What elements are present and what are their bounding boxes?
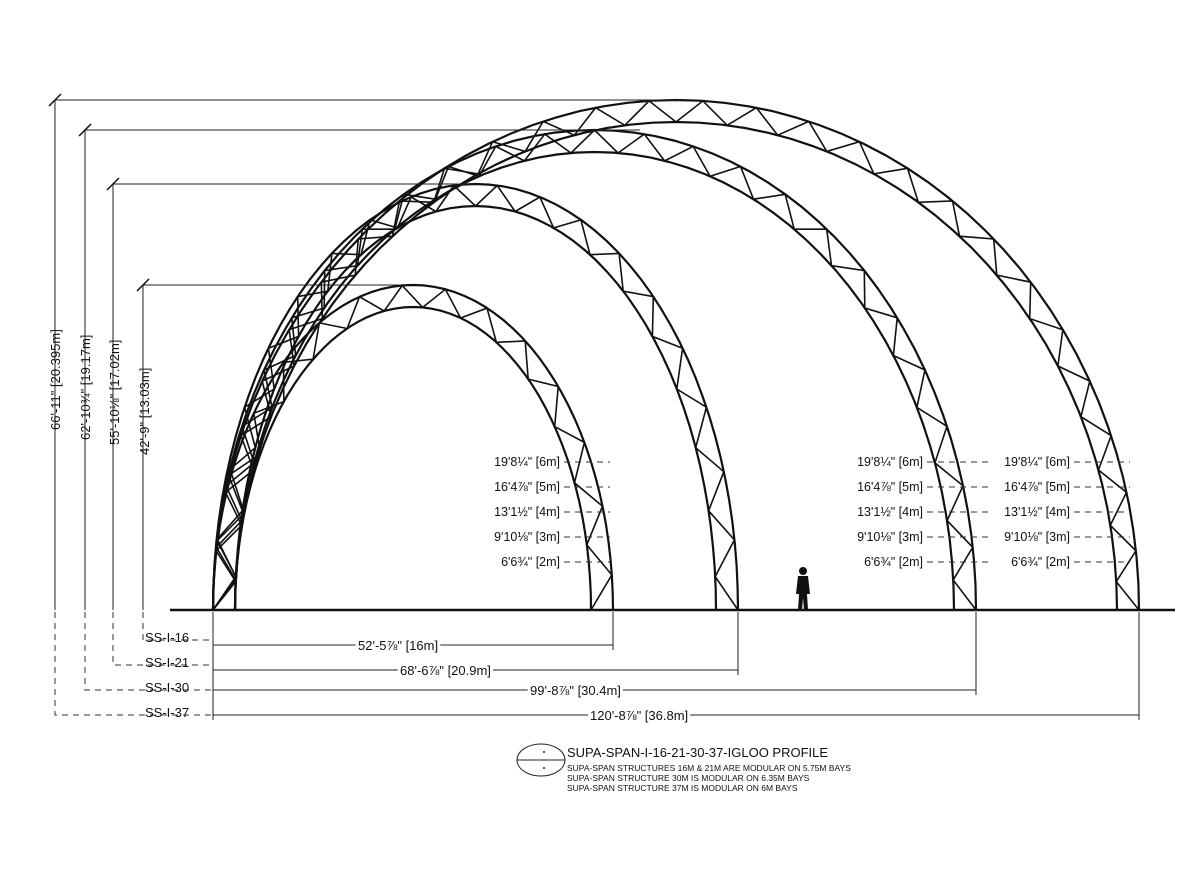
title-block: SUPA-SPAN-I-16-21-30-37-IGLOO PROFILE SU… bbox=[516, 743, 851, 793]
height-mark-label: 19'8¼" [6m] bbox=[1004, 455, 1070, 469]
height-mark-label: 9'10⅛" [3m] bbox=[494, 530, 560, 544]
height-mark-label: 19'8¼" [6m] bbox=[857, 455, 923, 469]
height-mark-label: 16'4⅞" [5m] bbox=[494, 480, 560, 494]
height-dimensions: 66'-11" [20.395m] 62'-10¾" [19.17m] 55'-… bbox=[48, 93, 680, 610]
height-mark-label: 13'1½" [4m] bbox=[1004, 505, 1070, 519]
height-mark-label: 6'6¾" [2m] bbox=[864, 555, 923, 569]
span-model-16: SS-I-16 bbox=[145, 630, 189, 645]
height-mark-label: 6'6¾" [2m] bbox=[501, 555, 560, 569]
arch-trusses bbox=[211, 98, 1141, 611]
span-model-37: SS-I-37 bbox=[145, 705, 189, 720]
arch-truss-21 bbox=[211, 182, 740, 611]
height-mark-label: 19'8¼" [6m] bbox=[494, 455, 560, 469]
span-label-37: 120'-8⅞" [36.8m] bbox=[590, 708, 688, 723]
span-label-30: 99'-8⅞" [30.4m] bbox=[530, 683, 621, 698]
height-mark-label: 6'6¾" [2m] bbox=[1011, 555, 1070, 569]
height-mark-groups: 19'8¼" [6m] 16'4⅞" [5m] 13'1½" [4m] 9'10⅛" … bbox=[494, 455, 1130, 569]
height-label-30: 62'-10¾" [19.17m] bbox=[78, 335, 93, 440]
height-mark-label: 16'4⅞" [5m] bbox=[1004, 480, 1070, 494]
height-mark-label: 9'10⅛" [3m] bbox=[1004, 530, 1070, 544]
drawing-title: SUPA-SPAN-I-16-21-30-37-IGLOO PROFILE bbox=[567, 745, 828, 760]
span-model-21: SS-I-21 bbox=[145, 655, 189, 670]
arch-truss-37 bbox=[211, 98, 1141, 611]
height-mark-label: 9'10⅛" [3m] bbox=[857, 530, 923, 544]
span-dimensions: SS-I-16 SS-I-21 SS-I-30 SS-I-37 52'-5⅞" … bbox=[54, 612, 1140, 726]
height-label-21: 55'-10⅛" [17.02m] bbox=[107, 340, 122, 445]
span-model-30: SS-I-30 bbox=[145, 680, 189, 695]
span-label-21: 68'-6⅞" [20.9m] bbox=[400, 663, 491, 678]
height-mark-label: 13'1½" [4m] bbox=[857, 505, 923, 519]
note-2: SUPA-SPAN STRUCTURE 30M IS MODULAR ON 6.… bbox=[567, 773, 810, 783]
note-1: SUPA-SPAN STRUCTURES 16M & 21M ARE MODUL… bbox=[567, 763, 851, 773]
height-mark-label: 13'1½" [4m] bbox=[494, 505, 560, 519]
person-scale-figure bbox=[796, 567, 810, 610]
height-mark-label: 16'4⅞" [5m] bbox=[857, 480, 923, 494]
note-3: SUPA-SPAN STRUCTURE 37M IS MODULAR ON 6M… bbox=[567, 783, 798, 793]
height-label-16: 42'-9" [13.03m] bbox=[137, 368, 152, 455]
span-label-16: 52'-5⅞" [16m] bbox=[358, 638, 438, 653]
height-label-37: 66'-11" [20.395m] bbox=[48, 329, 63, 430]
